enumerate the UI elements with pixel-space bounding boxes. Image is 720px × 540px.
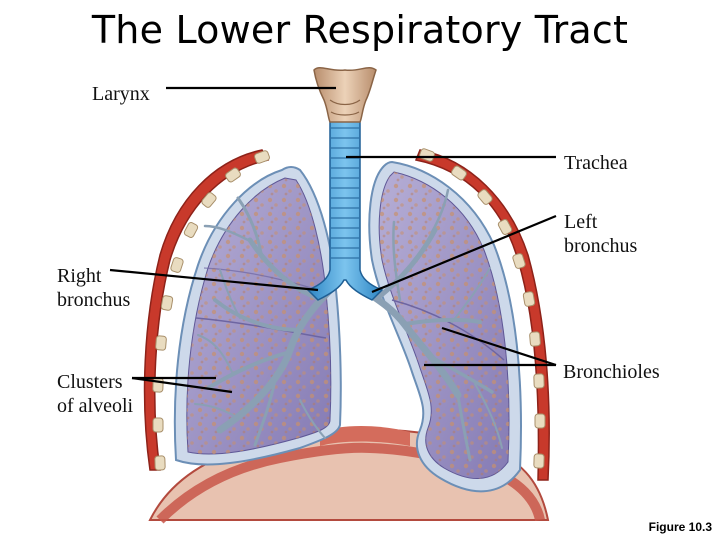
right-lung	[173, 166, 342, 466]
right-bronchus-label-line1: Right	[57, 265, 102, 287]
larynx-label: Larynx	[92, 83, 150, 105]
left-bronchial-tree	[348, 188, 503, 462]
left-bronchus-label-line2: bronchus	[564, 235, 638, 257]
figure-number: Figure 10.3	[648, 520, 712, 534]
bronchioles-leader-2	[441, 326, 557, 367]
trachea-label: Trachea	[564, 152, 628, 174]
larynx	[313, 67, 377, 123]
alveoli-label: Clusters of alveoli	[57, 370, 133, 418]
leader-lines	[109, 86, 557, 394]
left-bronchus-label-line1: Left	[564, 211, 598, 233]
alveoli-label-line1: Clusters	[57, 371, 123, 393]
page-title: The Lower Respiratory Tract	[91, 8, 629, 52]
alveoli-leader-2	[131, 376, 233, 394]
right-bronchus-leader	[109, 268, 319, 292]
right-bronchus-label: Right bronchus	[57, 264, 130, 312]
right-bronchial-tree	[194, 196, 342, 447]
trachea	[306, 117, 384, 301]
left-bronchus-label: Left bronchus	[564, 210, 637, 258]
right-bronchus-label-line2: bronchus	[57, 289, 131, 311]
alveoli-label-line2: of alveoli	[57, 395, 134, 417]
bronchioles-label: Bronchioles	[563, 361, 660, 383]
rib-cage-right-side	[143, 149, 270, 471]
left-bronchus-leader	[371, 214, 557, 294]
